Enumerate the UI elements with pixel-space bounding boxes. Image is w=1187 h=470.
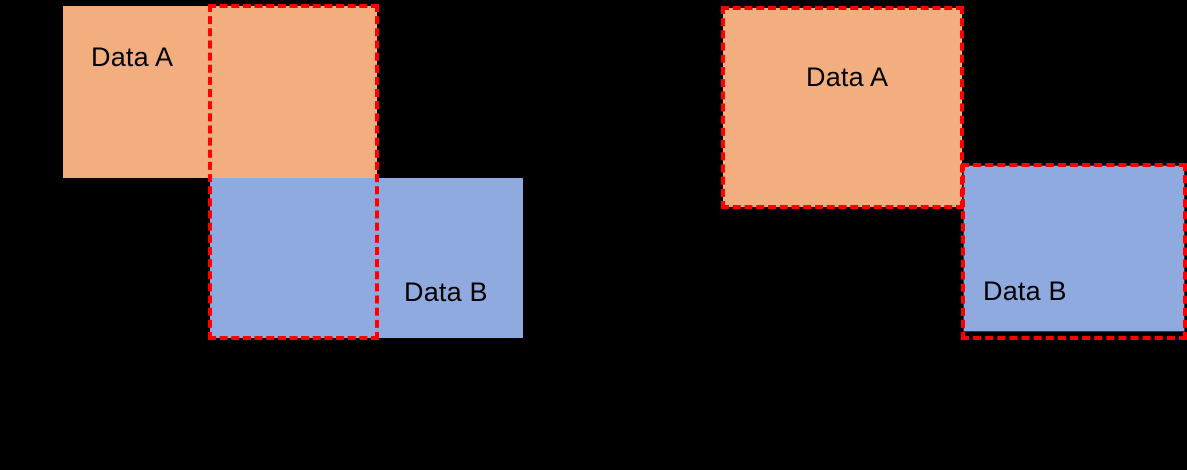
right-data-a-label: Data A xyxy=(806,62,889,92)
left-data-b-label: Data B xyxy=(404,277,488,307)
right-data-b-rectangle xyxy=(963,165,1185,332)
right-data-a-rectangle xyxy=(723,8,962,207)
right-data-b-label: Data B xyxy=(983,276,1067,306)
left-data-a-label: Data A xyxy=(91,42,174,72)
left-data-a-rectangle xyxy=(63,6,377,178)
left-data-b-rectangle xyxy=(210,178,523,338)
